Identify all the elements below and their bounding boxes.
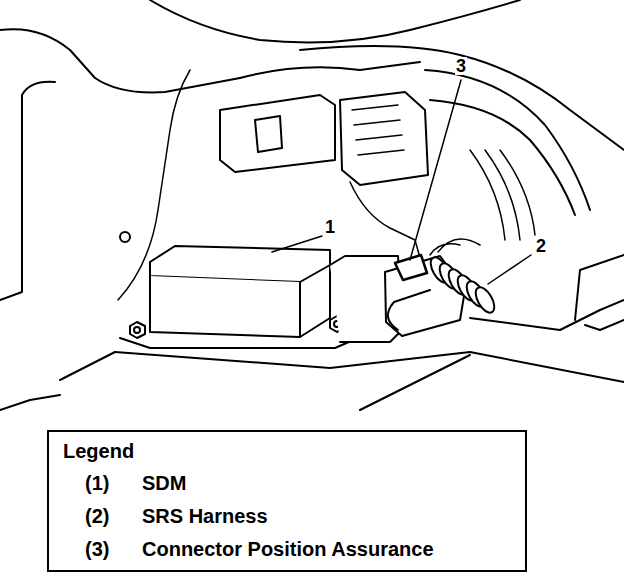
- wire: [350, 182, 420, 258]
- sdm-side: [300, 265, 330, 337]
- sdm-connector: [385, 256, 465, 336]
- wires: [470, 150, 535, 240]
- dash-outline: [240, 62, 420, 78]
- callout-number: 2: [535, 237, 547, 255]
- harness-wires: [430, 239, 480, 255]
- callout-number: 3: [455, 57, 467, 75]
- floor-edge: [0, 395, 60, 410]
- part-name: Connector Position Assurance: [142, 538, 434, 560]
- tunnel-edge: [585, 320, 624, 330]
- floor-edge: [115, 352, 624, 382]
- upper-connector: [340, 92, 428, 185]
- callout-number: (3): [85, 538, 109, 560]
- bolt-center: [134, 327, 140, 333]
- srs-harness: [427, 254, 498, 315]
- callout-number: (1): [85, 472, 109, 494]
- part-name: SRS Harness: [142, 505, 268, 527]
- harness: [430, 100, 575, 215]
- callout-number: (2): [85, 505, 109, 527]
- bolt: [130, 322, 145, 338]
- connector-latch: [388, 290, 430, 330]
- sdm-base: [120, 335, 365, 348]
- leader-line: [410, 80, 461, 260]
- floor-edge: [60, 352, 115, 380]
- leader-line: [488, 255, 531, 284]
- connector-ribs: [352, 105, 404, 155]
- legend-box: Legend (1) SDM (2) SRS Harness (3) Connector P…: [47, 430, 527, 572]
- legend-heading: Legend: [63, 440, 134, 462]
- sdm-front: [150, 276, 300, 337]
- leader-line: [272, 236, 322, 252]
- callout-number: 1: [324, 218, 336, 236]
- hole: [120, 232, 130, 242]
- bracket-slot: [255, 116, 282, 152]
- floor-edge: [360, 355, 470, 410]
- sdm-top: [150, 246, 330, 282]
- dash-outline: [150, 0, 520, 42]
- harness: [300, 46, 624, 150]
- part-name: SDM: [142, 472, 186, 494]
- tunnel-edge: [575, 255, 624, 320]
- side-panel: [0, 82, 55, 300]
- upper-bracket: [220, 95, 335, 172]
